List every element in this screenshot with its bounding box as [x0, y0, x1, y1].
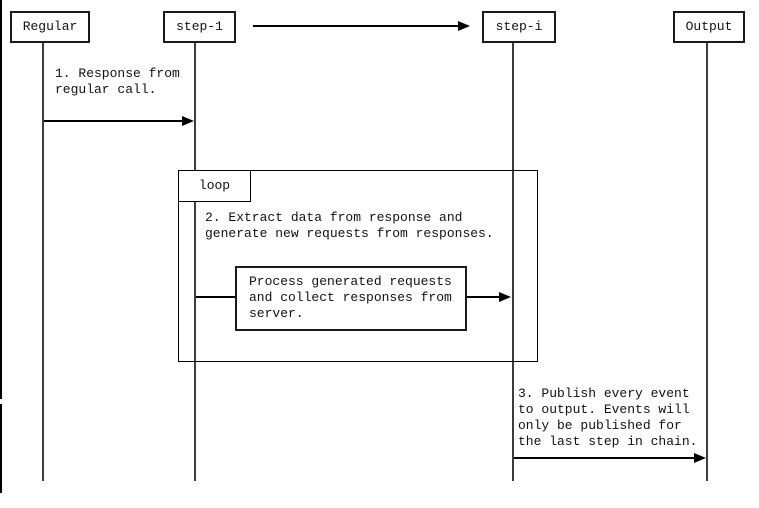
- loop-label-box: loop: [178, 170, 251, 202]
- arrow-step1-to-stepi-line: [253, 25, 459, 27]
- participant-output-label: Output: [685, 19, 733, 34]
- message-1-arrowhead-icon: [182, 116, 194, 126]
- window-border-left-lower: [0, 404, 2, 493]
- lifeline-step-i: [512, 43, 514, 481]
- process-to-stepi-line: [467, 296, 501, 298]
- participant-output: Output: [673, 11, 745, 43]
- process-left-connector-line: [196, 296, 235, 298]
- participant-step-i-label: step-i: [495, 19, 543, 34]
- message-1-label: 1. Response from regular call.: [55, 66, 180, 97]
- loop-fragment: [178, 170, 538, 362]
- participant-regular: Regular: [10, 11, 90, 43]
- message-1-line: [44, 120, 183, 122]
- participant-step-1: step-1: [163, 11, 236, 43]
- loop-label: loop: [198, 178, 231, 193]
- message-2-label: 2. Extract data from response and genera…: [205, 210, 494, 241]
- window-border-left-upper: [0, 0, 2, 399]
- message-3-label: 3. Publish every event to output. Events…: [518, 386, 698, 449]
- message-3-arrowhead-icon: [694, 453, 706, 463]
- lifeline-regular: [42, 43, 44, 481]
- arrow-step1-to-stepi-arrowhead-icon: [458, 21, 470, 31]
- participant-step-i: step-i: [482, 11, 556, 43]
- process-to-stepi-arrowhead-icon: [499, 292, 511, 302]
- lifeline-step-1: [194, 43, 196, 481]
- participant-regular-label: Regular: [22, 19, 78, 34]
- participant-step-1-label: step-1: [176, 19, 223, 34]
- process-box: Process generated requests and collect r…: [235, 266, 467, 331]
- lifeline-output: [706, 43, 708, 481]
- message-3-line: [514, 457, 695, 459]
